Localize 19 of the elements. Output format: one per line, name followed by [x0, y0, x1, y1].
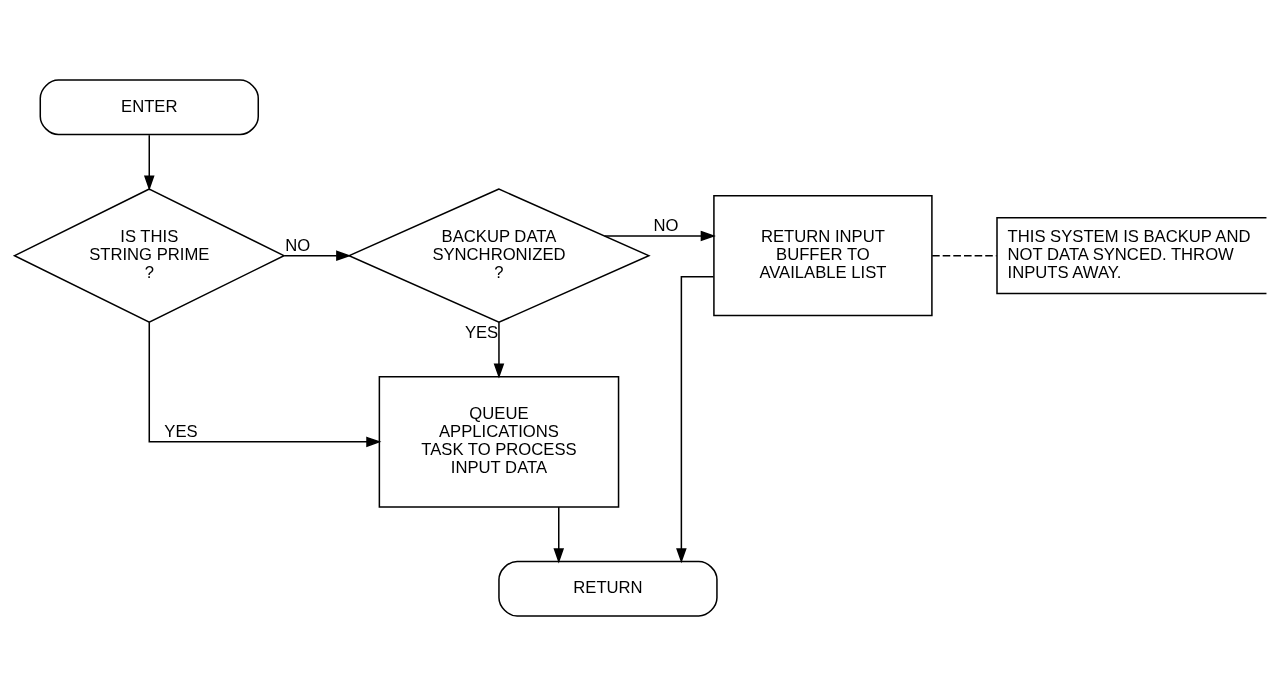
node-box: RETURN	[498, 560, 718, 617]
node-box: RETURN INPUT BUFFER TO AVAILABLE LIST	[713, 195, 933, 317]
arrow	[553, 506, 565, 564]
edge-label: NO	[653, 216, 679, 236]
node-diamond: IS THIS STRING PRIME ?	[12, 188, 286, 324]
connector	[931, 254, 998, 257]
node-box: QUEUE APPLICATIONS TASK TO PROCESS INPUT DATA	[378, 376, 620, 508]
arrow	[493, 321, 505, 379]
node-diamond: BACKUP DATA SYNCHRONIZED ?	[347, 188, 651, 324]
edge-label: YES	[464, 323, 499, 343]
node-text: THIS SYSTEM IS BACKUP AND NOT DATA SYNCED. THROW INPUTS AWAY.	[1007, 226, 1251, 283]
arrow	[283, 250, 352, 261]
arrow	[676, 276, 715, 564]
node-box: ENTER	[39, 79, 259, 136]
edge-label: YES	[164, 422, 198, 442]
arrow	[603, 230, 716, 242]
arrow	[148, 321, 382, 448]
edge-label: NO	[285, 235, 311, 255]
arrow	[143, 134, 155, 191]
